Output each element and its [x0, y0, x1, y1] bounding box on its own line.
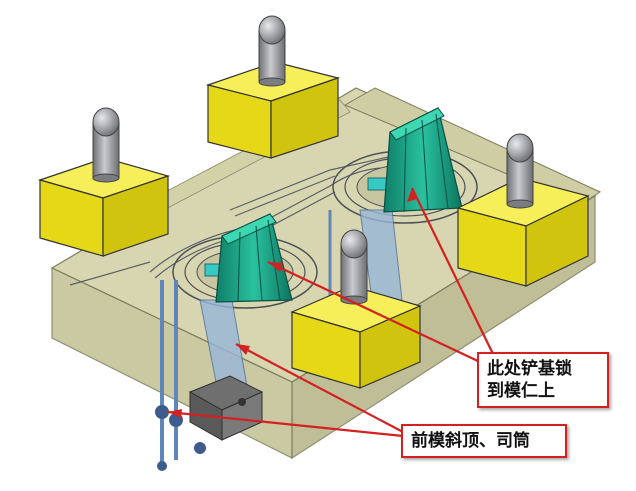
lifter-rods [155, 209, 403, 471]
guide-pin-right [506, 133, 534, 209]
callout-front-mold-lifter: 前模斜顶、司筒 [401, 424, 567, 458]
guide-pin-bottom [340, 229, 368, 305]
callout-slide-lock-line2: 到模仁上 [487, 381, 555, 401]
callout-slide-lock-line1: 此处铲基锁 [487, 359, 572, 379]
right-green-lifter [383, 107, 463, 213]
leader-lines [167, 187, 495, 438]
guide-pin-left [92, 107, 120, 183]
guide-pin-top [258, 15, 286, 87]
leader-arrowheads [168, 188, 417, 418]
callout-front-mold-lifter-text: 前模斜顶、司筒 [411, 431, 530, 451]
callout-slide-lock: 此处铲基锁 到模仁上 [477, 352, 609, 408]
left-green-lifter [215, 213, 293, 303]
